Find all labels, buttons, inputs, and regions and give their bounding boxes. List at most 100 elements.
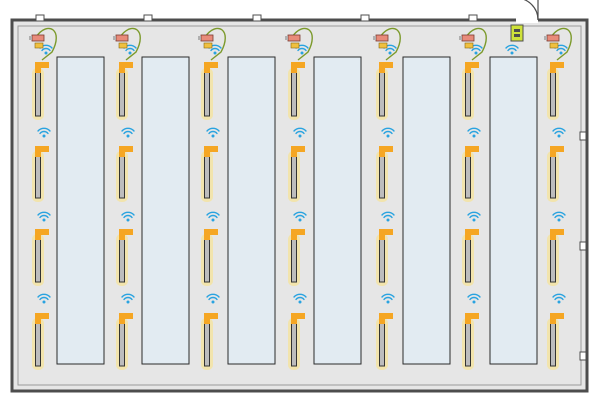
light-fixture-icon [550, 321, 556, 367]
light-fixture-icon [35, 237, 41, 283]
gateway-icon [373, 27, 401, 61]
wifi-icon [37, 127, 51, 138]
shelf-unit [402, 56, 451, 365]
light-fixture-icon [465, 237, 471, 283]
light-fixture-icon [379, 71, 385, 117]
light-fixtures [32, 68, 559, 370]
sensor-node-icon [291, 313, 305, 324]
sensor-node-icon [465, 146, 479, 157]
sensor-node-icon [550, 313, 564, 324]
sensor-node-icon [35, 146, 49, 157]
wifi-icon [37, 211, 51, 222]
gateway-icon [459, 27, 487, 61]
sensor-node-icon [35, 62, 49, 73]
sensor-node-icon [204, 313, 218, 324]
light-fixture-icon [35, 154, 41, 199]
sensor-node-icon [291, 229, 305, 240]
sensor-node-icon [35, 313, 49, 324]
sensor-node-icon [550, 62, 564, 73]
sensor-node-icon [204, 229, 218, 240]
sensor-node-icon [465, 229, 479, 240]
light-fixture-icon [119, 237, 125, 283]
inner-wall [17, 25, 582, 386]
gateway-icon [285, 27, 313, 61]
wifi-icon [206, 293, 220, 304]
wifi-icon [381, 293, 395, 304]
light-fixture-icon [204, 321, 210, 367]
light-fixture-icon [550, 154, 556, 199]
wifi-icon [121, 211, 135, 222]
wifi-icon [37, 293, 51, 304]
light-fixture-icon [204, 71, 210, 117]
light-fixture-icon [35, 321, 41, 367]
wifi-icon [206, 127, 220, 138]
control-panel-icon [510, 24, 524, 42]
sensor-node-icon [465, 313, 479, 324]
sensor-node-icon [119, 62, 133, 73]
gateway-icon [198, 27, 226, 61]
wifi-icon [381, 127, 395, 138]
sensor-node-icon [379, 313, 393, 324]
sensor-node-icon [550, 146, 564, 157]
wifi-icon [206, 211, 220, 222]
wifi-icon [293, 293, 307, 304]
light-fixture-icon [204, 237, 210, 283]
wifi-icon [293, 127, 307, 138]
gateway-icon [29, 27, 57, 61]
wifi-icon [293, 211, 307, 222]
shelf-unit [227, 56, 276, 365]
light-fixture-icon [119, 321, 125, 367]
sensor-node-icon [550, 229, 564, 240]
shelf-unit [141, 56, 190, 365]
sensor-node-icon [119, 313, 133, 324]
wifi-icon [467, 211, 481, 222]
shelf-unit [56, 56, 105, 365]
light-fixture-icon [465, 71, 471, 117]
wifi-icon [381, 211, 395, 222]
light-fixture-icon [204, 154, 210, 199]
wifi-icon [467, 293, 481, 304]
light-fixture-icon [119, 154, 125, 199]
wifi-icon [552, 211, 566, 222]
sensor-nodes [35, 62, 564, 324]
sensor-node-icon [35, 229, 49, 240]
wall-notches [35, 14, 587, 361]
sensor-node-icon [119, 229, 133, 240]
light-fixture-icon [291, 154, 297, 199]
light-fixture-icon [291, 237, 297, 283]
sensor-node-icon [379, 229, 393, 240]
light-fixture-icon [550, 237, 556, 283]
wifi-icon [467, 127, 481, 138]
light-fixture-icon [291, 71, 297, 117]
light-fixture-icon [550, 71, 556, 117]
door-icon [516, 0, 539, 23]
light-fixture-icon [465, 154, 471, 199]
light-fixture-icon [379, 237, 385, 283]
wifi-icon [121, 127, 135, 138]
light-fixture-icon [465, 321, 471, 367]
shelf-unit [313, 56, 362, 365]
sensor-node-icon [204, 62, 218, 73]
gateway-icon [544, 27, 572, 61]
shelf-unit [489, 56, 538, 365]
wifi-icon [121, 293, 135, 304]
sensor-node-icon [291, 62, 305, 73]
light-fixture-icon [379, 154, 385, 199]
sensor-node-icon [379, 62, 393, 73]
wifi-signals [37, 44, 568, 304]
sensor-node-icon [379, 146, 393, 157]
light-fixture-icon [291, 321, 297, 367]
wifi-icon [552, 127, 566, 138]
light-fixture-icon [379, 321, 385, 367]
light-fixture-icon [35, 71, 41, 117]
shelving-units [56, 56, 538, 365]
sensor-node-icon [291, 146, 305, 157]
light-fixture-icon [119, 71, 125, 117]
wifi-icon [552, 293, 566, 304]
sensor-node-icon [119, 146, 133, 157]
gateways [29, 27, 572, 61]
sensor-node-icon [204, 146, 218, 157]
sensor-node-icon [465, 62, 479, 73]
gateway-icon [113, 27, 141, 61]
